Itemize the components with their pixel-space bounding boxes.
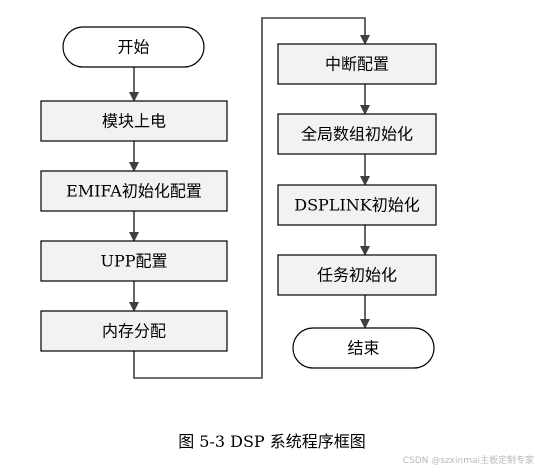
node-upp-config: UPP配置 (40, 240, 228, 282)
node-interrupt-config: 中断配置 (277, 43, 437, 85)
terminal-shape (292, 327, 435, 369)
watermark: CSDN @szxinmai主板定制专家 (402, 456, 534, 466)
node-task-init: 任务初始化 (277, 254, 437, 296)
arrow-memory-alloc-to-interrupt-config (133, 17, 370, 379)
node-label: UPP配置 (100, 252, 167, 271)
node-global-array-init: 全局数组初始化 (277, 113, 437, 155)
process-box (40, 170, 228, 212)
node-dsplink-init: DSPLINK初始化 (277, 184, 437, 226)
node-end: 结束 (292, 327, 435, 369)
node-label: 全局数组初始化 (301, 125, 413, 144)
node-label: 内存分配 (102, 322, 166, 341)
process-box (40, 100, 228, 142)
node-label: 结束 (347, 339, 379, 358)
node-module-power: 模块上电 (40, 100, 228, 142)
process-box (40, 310, 228, 352)
node-label: 模块上电 (102, 112, 166, 131)
node-label: 任务初始化 (317, 266, 397, 285)
process-box (277, 43, 437, 85)
process-box (277, 254, 437, 296)
node-label: EMIFA初始化配置 (66, 182, 202, 201)
edges (129, 17, 370, 379)
node-label: DSPLINK初始化 (294, 196, 419, 215)
figure-caption: 图 5-3 DSP 系统程序框图 (178, 432, 366, 451)
node-memory-alloc: 内存分配 (40, 310, 228, 352)
process-box (277, 113, 437, 155)
node-label: 中断配置 (325, 55, 389, 74)
process-box (277, 184, 437, 226)
node-start: 开始 (62, 26, 205, 68)
node-emifa-config: EMIFA初始化配置 (40, 170, 228, 212)
terminal-shape (62, 26, 205, 68)
node-label: 开始 (117, 38, 149, 57)
process-box (40, 240, 228, 282)
